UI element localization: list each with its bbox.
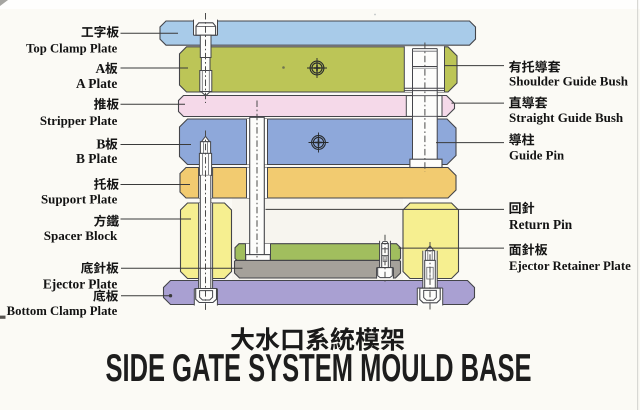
svg-text:Guide Pin: Guide Pin	[509, 149, 564, 163]
svg-text:A Plate: A Plate	[76, 76, 117, 91]
svg-text:A: A	[95, 61, 105, 76]
svg-text:SIDE GATE SYSTEM MOULD BASE: SIDE GATE SYSTEM MOULD BASE	[106, 347, 532, 390]
svg-text:Ejector Retainer Plate: Ejector Retainer Plate	[509, 259, 631, 273]
svg-text:Shoulder Guide Bush: Shoulder Guide Bush	[509, 74, 629, 89]
svg-text:Stripper Plate: Stripper Plate	[40, 114, 118, 128]
svg-text:Support Plate: Support Plate	[41, 193, 118, 207]
svg-text:Top Clamp Plate: Top Clamp Plate	[26, 41, 118, 55]
svg-text:B: B	[96, 137, 105, 152]
svg-text:B Plate: B Plate	[76, 151, 117, 166]
svg-text:Spacer Block: Spacer Block	[44, 228, 118, 243]
svg-text:Straight Guide Bush: Straight Guide Bush	[509, 110, 624, 125]
svg-text:Bottom Clamp Plate: Bottom Clamp Plate	[7, 304, 118, 318]
svg-text:Return Pin: Return Pin	[509, 217, 573, 232]
svg-text:Ejector Plate: Ejector Plate	[43, 276, 118, 291]
